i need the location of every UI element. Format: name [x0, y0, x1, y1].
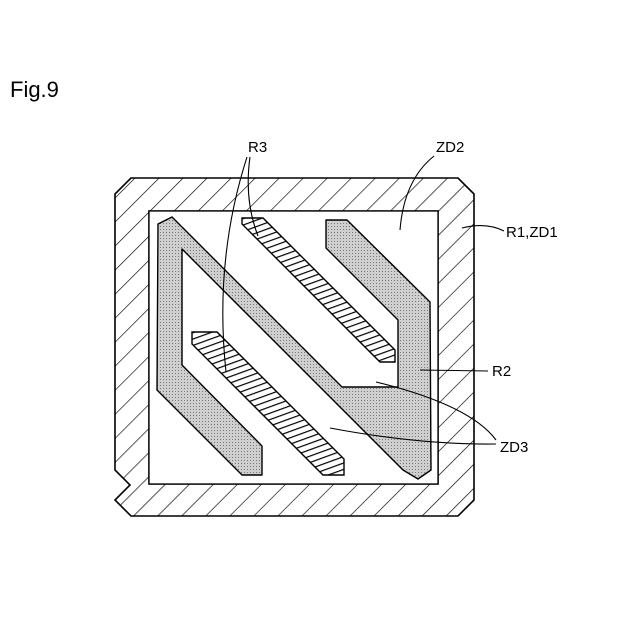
label-r1-zd1: R1,ZD1 [506, 224, 558, 241]
label-zd2: ZD2 [436, 139, 464, 156]
figure-title: Fig.9 [10, 77, 59, 102]
label-zd3: ZD3 [500, 439, 528, 456]
label-r3: R3 [248, 139, 267, 156]
label-r2: R2 [492, 363, 511, 380]
